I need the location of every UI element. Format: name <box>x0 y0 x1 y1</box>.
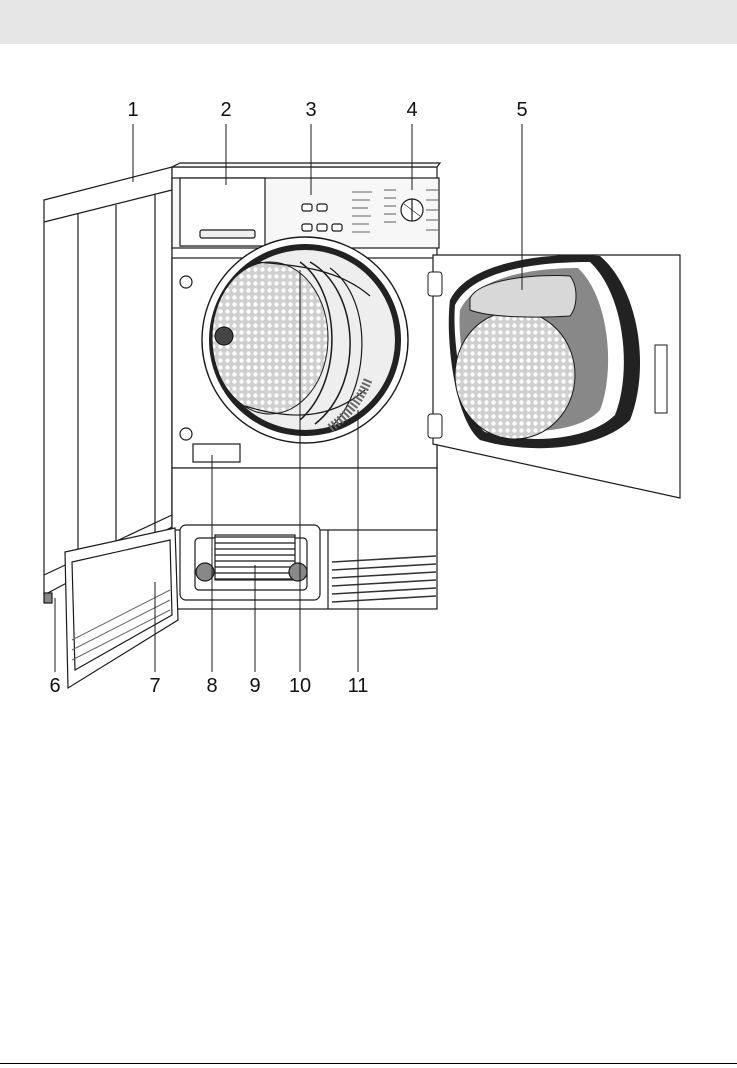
side-cabinet <box>44 167 172 595</box>
callout-9: 9 <box>235 676 275 696</box>
callout-8: 8 <box>192 676 232 696</box>
open-door <box>428 255 680 498</box>
callout-5: 5 <box>502 100 542 120</box>
tumble-dryer-illustration <box>0 0 737 720</box>
callout-2: 2 <box>206 100 246 120</box>
callout-6: 6 <box>35 676 75 696</box>
callout-4: 4 <box>392 100 432 120</box>
footer-rule <box>0 1063 737 1064</box>
drum-opening <box>202 237 408 443</box>
callout-1: 1 <box>113 100 153 120</box>
callout-3: 3 <box>291 100 331 120</box>
callout-7: 7 <box>135 676 175 696</box>
callout-10: 10 <box>280 676 320 696</box>
callout-11: 11 <box>338 676 378 696</box>
